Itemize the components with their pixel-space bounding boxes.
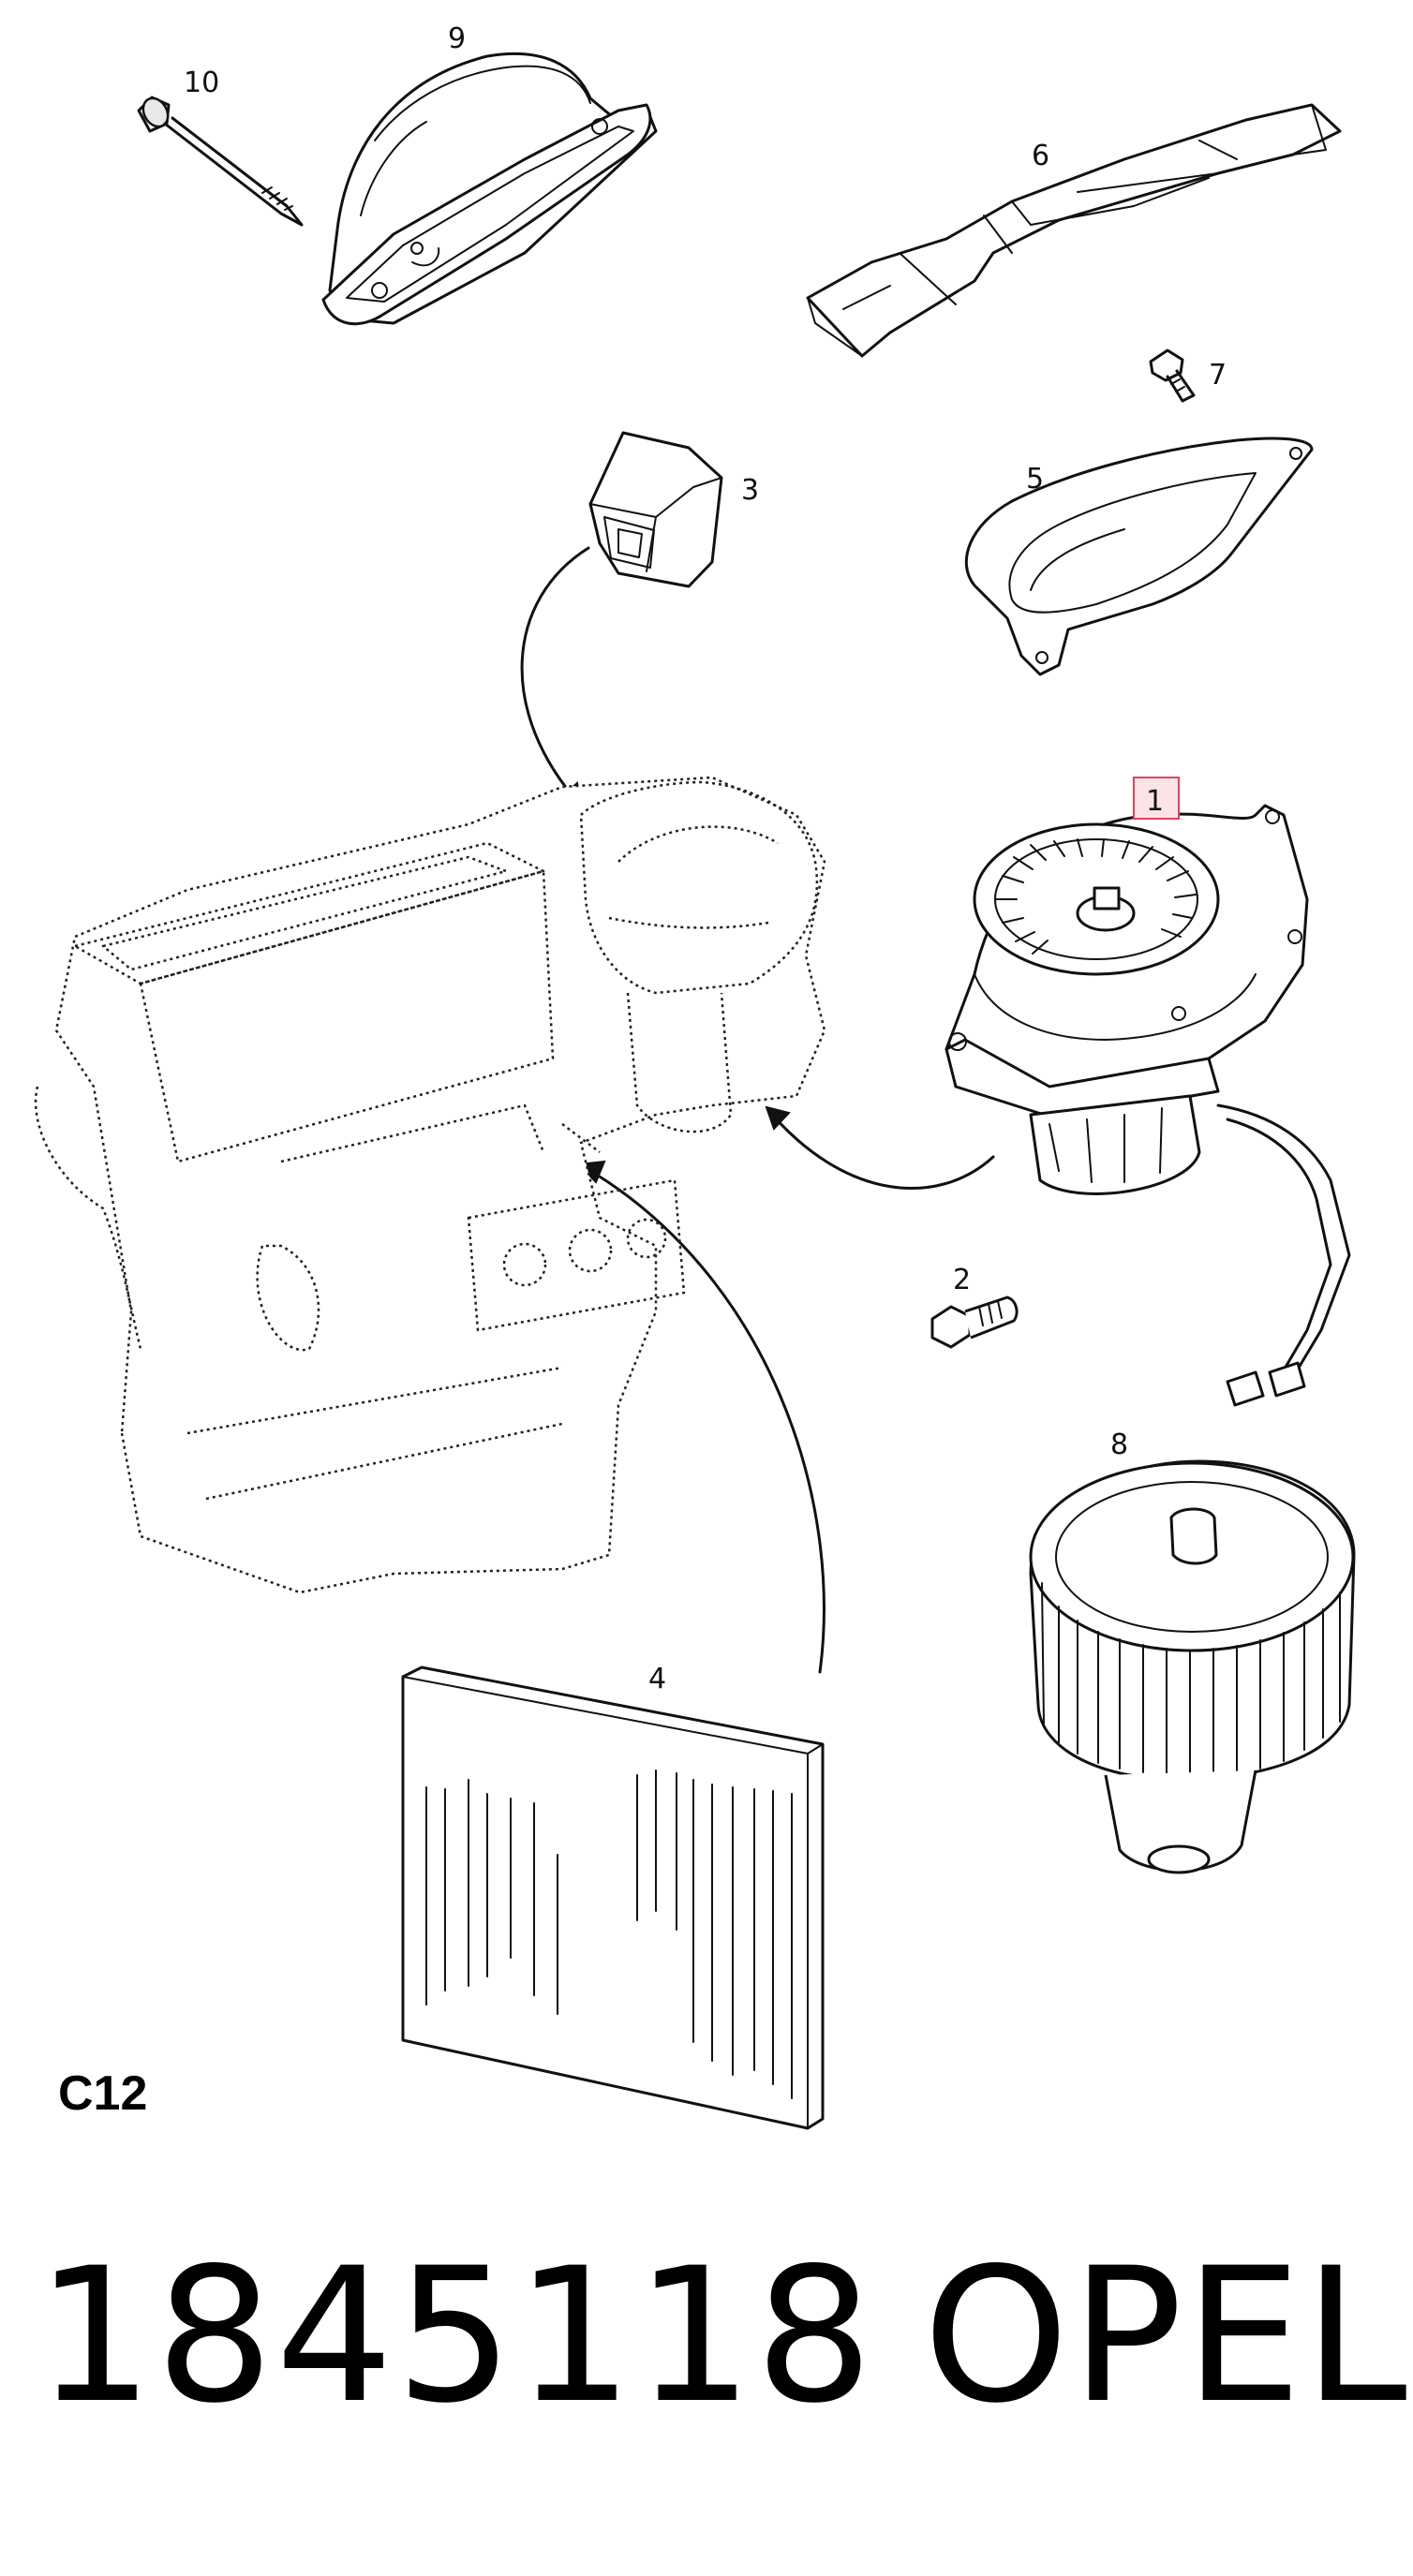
part-4-cabin-filter xyxy=(401,1666,825,2130)
callout-4: 4 xyxy=(648,1663,666,1695)
callout-2: 2 xyxy=(953,1264,971,1296)
part-5-seal xyxy=(964,437,1314,676)
brand-name: OPEL xyxy=(923,2228,1409,2444)
callout-1: 1 xyxy=(1146,785,1164,818)
part-3-resistor xyxy=(588,431,723,588)
page-code: C12 xyxy=(58,2066,148,2121)
part-6-duct xyxy=(806,103,1342,358)
hvac-module xyxy=(34,776,826,1594)
callout-9: 9 xyxy=(448,22,466,55)
part-number: 1845118 xyxy=(36,2228,875,2444)
callout-3: 3 xyxy=(741,474,759,507)
callout-5: 5 xyxy=(1026,463,1044,496)
callout-labels: 1 2 3 4 5 6 7 8 9 10 xyxy=(184,22,1227,1695)
part-9-housing xyxy=(321,52,658,326)
callout-8: 8 xyxy=(1110,1429,1128,1461)
part-7-bolt xyxy=(1149,348,1196,403)
part-8-fan-wheel xyxy=(1029,1459,1356,1874)
callout-1-highlight-box xyxy=(1133,777,1180,820)
part-10-screw xyxy=(137,96,304,227)
callout-6: 6 xyxy=(1032,140,1049,172)
part-1-blower-assembly xyxy=(944,804,1351,1407)
callout-10: 10 xyxy=(184,67,219,99)
callout-7: 7 xyxy=(1209,359,1227,392)
part-2-bolt xyxy=(930,1295,1019,1349)
